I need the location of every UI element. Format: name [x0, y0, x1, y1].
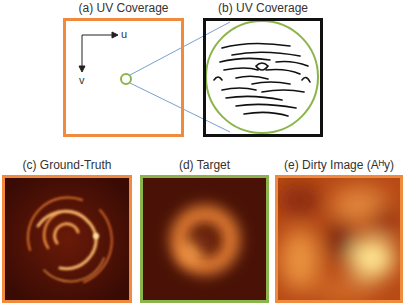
image-panel: (d) Target [140, 175, 269, 303]
panel-title: (a) UV Coverage [78, 1, 168, 15]
ground-truth-image [4, 177, 130, 301]
zoom-circle-large [206, 21, 318, 133]
dirty-image [277, 177, 401, 301]
axis-label: u [121, 28, 127, 40]
axis-label: v [79, 74, 85, 86]
uv-zoom-panel: (b) UV Coverage [203, 18, 323, 137]
image-panel: (e) Dirty Image (Aᴴy) [275, 175, 403, 303]
panel-title: (b) UV Coverage [218, 1, 308, 15]
panel-title: (d) Target [179, 158, 230, 172]
uv-axes [79, 32, 118, 72]
image-panel: (c) Ground-Truth [2, 175, 132, 303]
panel-title: (e) Dirty Image (Aᴴy) [284, 158, 394, 172]
target-image [142, 177, 267, 301]
uv-tracks [214, 43, 310, 116]
panel-title: (c) Ground-Truth [23, 158, 112, 172]
zoom-circle [121, 74, 131, 84]
